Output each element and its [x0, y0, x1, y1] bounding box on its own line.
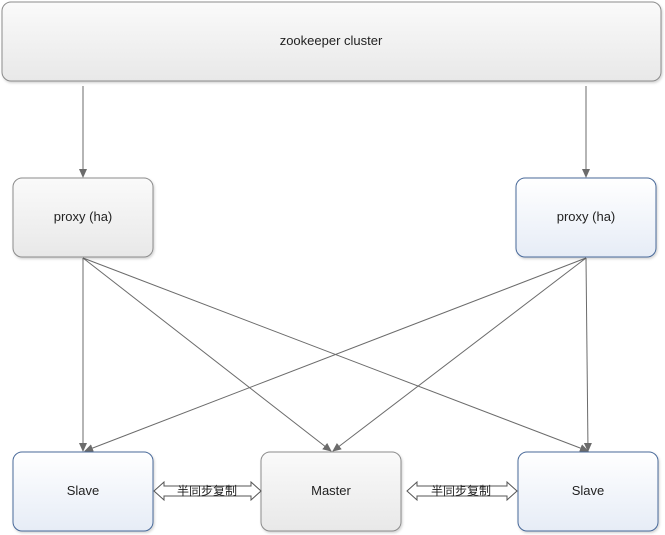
- sync-left-label: 半同步复制: [177, 484, 237, 498]
- edge-proxy-right-to-slave-left: [84, 257, 587, 452]
- edge-proxy-left-to-master: [82, 257, 332, 452]
- slave-left-node: Slave: [12, 451, 154, 532]
- sync-link-left: 半同步复制: [153, 480, 262, 502]
- zookeeper-node: zookeeper cluster: [1, 1, 662, 82]
- proxy-right-label: proxy (ha): [557, 209, 616, 224]
- proxy-left-label: proxy (ha): [54, 209, 113, 224]
- double-arrow-icon: [406, 480, 518, 502]
- edge-proxy-right-to-master: [332, 257, 587, 452]
- sync-link-right: 半同步复制: [406, 480, 518, 502]
- edge-proxy-right-to-slave-right: [583, 257, 592, 452]
- proxy-left-node: proxy (ha): [12, 177, 154, 258]
- proxy-right-node: proxy (ha): [515, 177, 657, 258]
- sync-right-label: 半同步复制: [431, 484, 491, 498]
- slave-right-node: Slave: [517, 451, 659, 532]
- edges: [79, 86, 592, 452]
- slave-left-label: Slave: [67, 483, 100, 498]
- master-node: Master: [260, 451, 402, 532]
- double-arrow-icon: [153, 480, 262, 502]
- slave-right-label: Slave: [572, 483, 605, 498]
- master-label: Master: [311, 483, 351, 498]
- zookeeper-label: zookeeper cluster: [280, 33, 383, 48]
